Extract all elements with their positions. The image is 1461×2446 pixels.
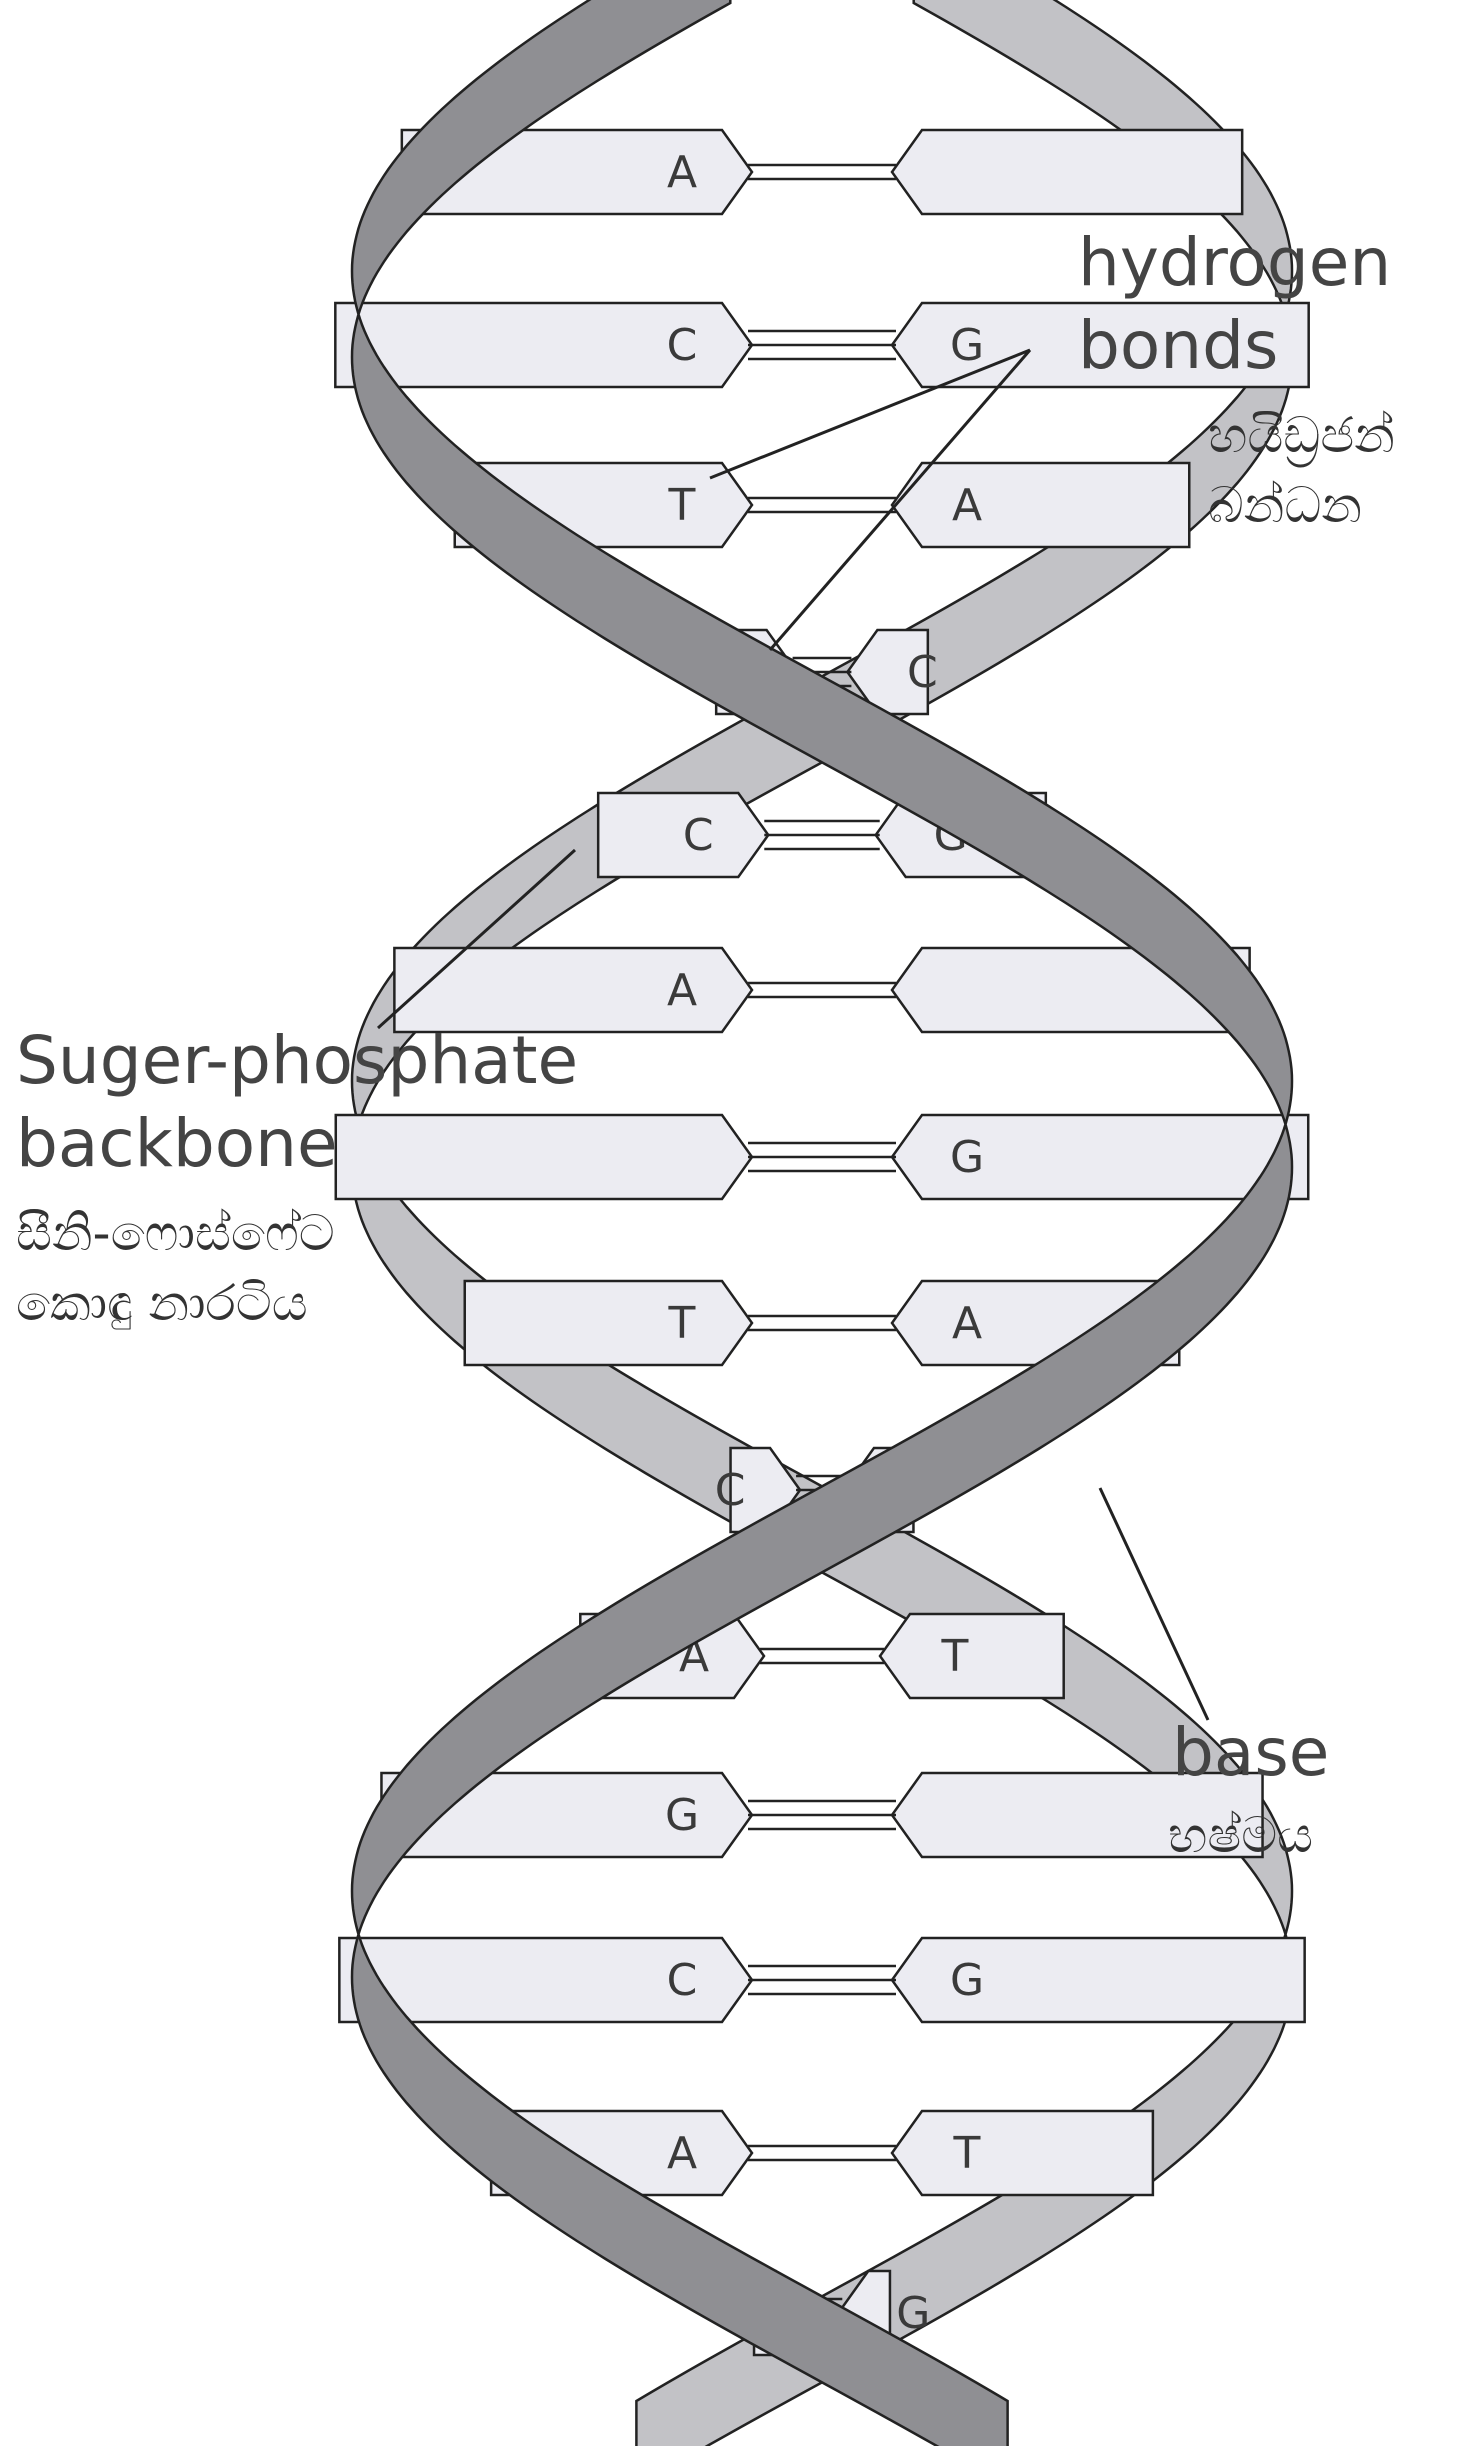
hydrogen-bonds-sinhala-line2: බන්ධන bbox=[1208, 470, 1395, 540]
base-sinhala-line1: භෂ්මය bbox=[1168, 1800, 1313, 1870]
base-letter-right: G bbox=[950, 1132, 984, 1183]
base-letter-left: T bbox=[668, 480, 696, 531]
base-right bbox=[892, 130, 1242, 214]
backbone-sinhala-line2: කොඳු නාරටිය bbox=[16, 1268, 335, 1338]
base-letter-right: C bbox=[907, 647, 938, 698]
backbone-label-line1: Suger-phosphate bbox=[16, 1020, 578, 1103]
hydrogen-bonds-label-line1: hydrogen bbox=[1078, 222, 1391, 305]
backbone-label-line2: backbone bbox=[16, 1103, 578, 1186]
base-pairs: ACGTAGCCGAGTACGATGCGATCG bbox=[335, 130, 1308, 2355]
base-left bbox=[465, 1281, 752, 1365]
base-letter-right: G bbox=[950, 320, 984, 371]
hydrogen-bonds-sinhala-line1: හයිඩ්‍රජන් bbox=[1208, 400, 1395, 470]
backbone-sinhala-label: සීනි-ෆොස්ෆේට කොඳු නාරටිය bbox=[16, 1198, 335, 1338]
base-letter-left: C bbox=[683, 810, 714, 861]
hydrogen-bonds-sinhala-label: හයිඩ්‍රජන් බන්ධන bbox=[1208, 400, 1395, 540]
base-letter-left: C bbox=[715, 1465, 746, 1516]
base-letter-left: C bbox=[667, 1955, 698, 2006]
base-right bbox=[880, 1614, 1064, 1698]
base-sinhala-label: භෂ්මය bbox=[1168, 1800, 1313, 1870]
backbone-sinhala-line1: සීනි-ෆොස්ෆේට bbox=[16, 1198, 335, 1268]
hydrogen-bonds-pointer-1 bbox=[710, 350, 1030, 478]
base-right bbox=[892, 2111, 1153, 2195]
base-letter-right: T bbox=[941, 1631, 969, 1682]
base-letter-left: A bbox=[667, 147, 697, 198]
backbone-label: Suger-phosphate backbone bbox=[16, 1020, 578, 1185]
base-letter-right: A bbox=[952, 1298, 982, 1349]
base-letter-right: G bbox=[896, 2288, 930, 2339]
base-pair: G bbox=[381, 1773, 1262, 1857]
base-letter-left: A bbox=[667, 965, 697, 1016]
base-letter-left: A bbox=[667, 2128, 697, 2179]
base-letter-right: G bbox=[950, 1955, 984, 2006]
base-label-line1: base bbox=[1172, 1712, 1329, 1795]
base-right bbox=[892, 463, 1189, 547]
base-letter-left: C bbox=[667, 320, 698, 371]
base-label: base bbox=[1172, 1712, 1329, 1795]
base-pair: A bbox=[402, 130, 1242, 214]
base-letter-right: A bbox=[952, 480, 982, 531]
base-letter-left: G bbox=[665, 1790, 699, 1841]
hydrogen-bonds-label: hydrogen bonds bbox=[1078, 222, 1391, 387]
hydrogen-bonds-label-line2: bonds bbox=[1078, 305, 1391, 388]
base-letter-right: T bbox=[953, 2128, 981, 2179]
base-letter-left: T bbox=[668, 1298, 696, 1349]
